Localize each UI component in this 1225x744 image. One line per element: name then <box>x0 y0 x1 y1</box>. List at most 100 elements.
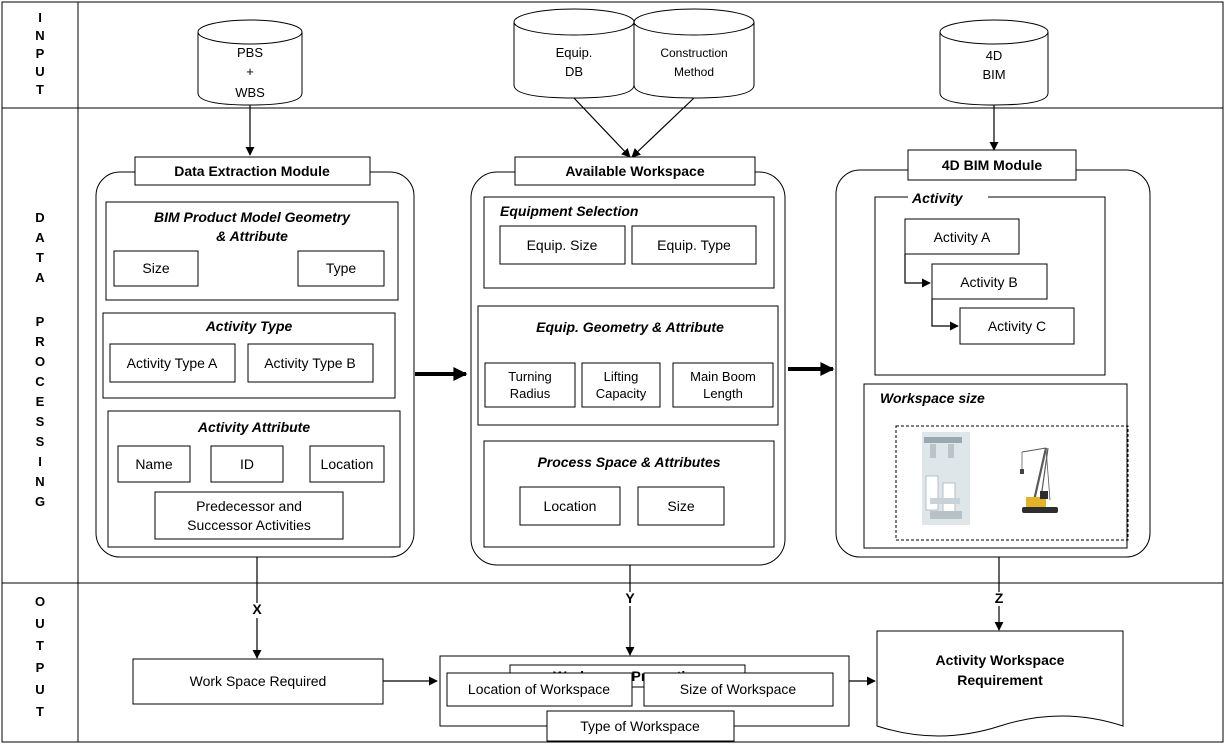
requirement-label-line: Requirement <box>957 672 1043 688</box>
lane-letter: O <box>35 594 45 609</box>
equipment-selection-title: Equipment Selection <box>500 203 638 219</box>
work-space-required-label: Work Space Required <box>190 673 327 689</box>
predecessor-label-line: Successor Activities <box>187 517 311 533</box>
pbs-wbs-database: PBS + WBS <box>197 19 303 106</box>
type-label: Type <box>326 260 357 276</box>
lane-letter: S <box>36 414 45 429</box>
requirement-label-line: Activity Workspace <box>936 652 1065 668</box>
workspace-properties-box: Workspace Properties Location of Workspa… <box>439 655 850 742</box>
activity-workspace-requirement-box: Activity Workspace Requirement <box>876 630 1124 737</box>
product-model-title-line: & Attribute <box>216 228 288 244</box>
lane-letter: U <box>35 616 44 631</box>
bim-4d-module: 4D BIM Module Activity Activity A Activi… <box>835 149 1151 558</box>
lane-letter: U <box>35 682 44 697</box>
lifting-capacity-line: Capacity <box>596 386 647 401</box>
equipment-selection-panel: Equipment Selection Equip. Size Equip. T… <box>483 196 775 289</box>
construction-method-database: Construction Method <box>633 8 755 99</box>
structure-model-image <box>922 432 970 525</box>
bim-4d-label-line: BIM <box>982 67 1005 82</box>
product-model-panel: BIM Product Model Geometry & Attribute S… <box>105 201 399 301</box>
activity-attribute-panel: Activity Attribute Name ID Location Pred… <box>107 410 401 548</box>
location-label: Location <box>321 456 374 472</box>
product-model-title-line: BIM Product Model Geometry <box>154 209 351 225</box>
available-workspace-module: Available Workspace Equipment Selection … <box>470 156 786 566</box>
name-label: Name <box>135 456 173 472</box>
equip-db-label-line: DB <box>565 64 583 79</box>
bim-4d-label-line: 4D <box>986 48 1003 63</box>
input-arrows <box>245 97 999 158</box>
bim-4d-module-title: 4D BIM Module <box>942 157 1043 173</box>
lane-letter: T <box>36 82 44 97</box>
activity-type-a-label: Activity Type A <box>127 355 218 371</box>
activity-a-label: Activity A <box>934 229 991 245</box>
lane-letter: T <box>36 704 44 719</box>
activity-b-label: Activity B <box>960 274 1018 290</box>
lane-letter: P <box>36 660 45 675</box>
data-extraction-title: Data Extraction Module <box>174 163 330 179</box>
bim-4d-database: 4D BIM <box>939 19 1049 106</box>
lane-letter: R <box>35 334 45 349</box>
activity-type-panel: Activity Type Activity Type A Activity T… <box>102 312 396 399</box>
processing-flow-arrows <box>415 362 835 381</box>
lane-label-input: I N P U T <box>35 10 44 97</box>
activity-attribute-title: Activity Attribute <box>197 419 310 435</box>
pbs-wbs-label-line: WBS <box>235 85 265 100</box>
construction-method-label-line: Method <box>674 65 714 79</box>
lane-letter: I <box>38 454 42 469</box>
activity-type-title: Activity Type <box>205 318 293 334</box>
lane-letter: O <box>35 354 45 369</box>
output-connectors <box>252 557 1004 659</box>
lifting-capacity-line: Lifting <box>604 369 639 384</box>
process-location-label: Location <box>544 498 597 514</box>
main-boom-length-line: Main Boom <box>690 369 756 384</box>
activity-panel: Activity Activity A Activity B Activity … <box>874 189 1106 376</box>
lane-label-processing: D A T A P R O C E S S I N G <box>35 210 45 509</box>
work-space-required-box: Work Space Required <box>132 658 384 705</box>
workspace-size-title: Workspace size <box>880 390 985 406</box>
turning-radius-line: Radius <box>510 386 551 401</box>
workspace-size-panel: Workspace size <box>863 383 1129 549</box>
equip-size-label: Equip. Size <box>527 237 598 253</box>
activity-type-b-label: Activity Type B <box>264 355 356 371</box>
lane-letter: E <box>36 394 45 409</box>
activity-panel-title: Activity <box>911 190 964 206</box>
connector-y-label: Y <box>625 590 635 606</box>
connector-z-label: Z <box>995 590 1004 606</box>
lane-letter: T <box>36 250 44 265</box>
connector-x-label: X <box>252 601 262 617</box>
pbs-wbs-label-line: + <box>246 64 254 79</box>
process-space-title: Process Space & Attributes <box>537 454 720 470</box>
equip-geometry-panel: Equip. Geometry & Attribute Turning Radi… <box>477 305 779 426</box>
lane-letter: P <box>36 314 45 329</box>
lane-letter: A <box>35 270 45 285</box>
lane-letter: I <box>38 10 42 25</box>
type-of-workspace-label: Type of Workspace <box>580 718 700 734</box>
lane-letter: S <box>36 434 45 449</box>
id-label: ID <box>240 456 254 472</box>
construction-method-label-line: Construction <box>660 46 727 60</box>
lane-letter: N <box>35 474 44 489</box>
lane-letter: A <box>35 230 45 245</box>
size-of-workspace-label: Size of Workspace <box>680 681 797 697</box>
process-space-panel: Process Space & Attributes Location Size <box>483 440 775 548</box>
available-workspace-title: Available Workspace <box>565 163 705 179</box>
lane-letter: P <box>36 46 45 61</box>
activity-c-label: Activity C <box>988 318 1046 334</box>
lane-letter: T <box>36 638 44 653</box>
equip-db-database: Equip. DB <box>513 8 635 99</box>
crawler-crane-image <box>1020 447 1058 513</box>
pbs-wbs-label-line: PBS <box>237 45 263 60</box>
activity-sequence-arrows <box>904 254 959 331</box>
lane-label-output: O U T P U T <box>35 594 45 719</box>
location-of-workspace-label: Location of Workspace <box>468 681 610 697</box>
lane-letter: D <box>35 210 44 225</box>
equip-geometry-title: Equip. Geometry & Attribute <box>536 319 724 335</box>
lane-letter: C <box>35 374 45 389</box>
equip-db-label-line: Equip. <box>556 45 593 60</box>
process-size-label: Size <box>667 498 694 514</box>
turning-radius-line: Turning <box>508 369 552 384</box>
data-extraction-module: Data Extraction Module BIM Product Model… <box>95 156 415 558</box>
lane-letter: N <box>35 28 44 43</box>
